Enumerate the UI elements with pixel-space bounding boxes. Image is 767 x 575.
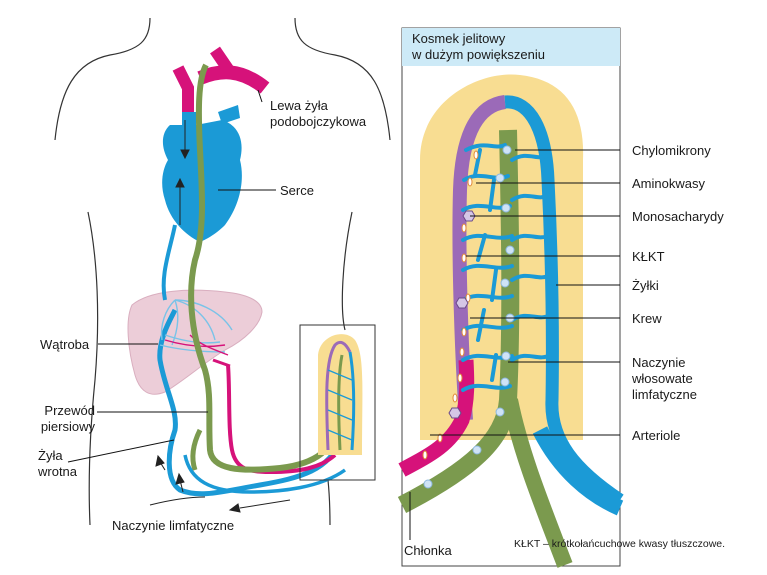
- label-thoracic-duct: Przewód piersiowy: [40, 403, 95, 434]
- venule-vessel: [504, 95, 624, 506]
- heart-arrows: [175, 120, 190, 225]
- label-arterioles: Arteriole: [632, 428, 681, 443]
- label-lymph: Chłonka: [404, 543, 452, 558]
- label-scfa: KŁKT: [632, 249, 665, 264]
- header-title: Kosmek jelitowy w dużym powiększeniu: [412, 31, 545, 62]
- absorbed-particles: [422, 145, 515, 489]
- label-left-subclavian-vein: Lewa żyła podobojczykowa: [270, 98, 367, 129]
- arteriole-vessel: [398, 359, 475, 477]
- liver-vessels: [159, 299, 233, 356]
- label-heart: Serce: [280, 183, 314, 198]
- label-portal-vein: Żyła wrotna: [38, 448, 78, 479]
- leader-lines: [67, 89, 620, 540]
- portal-vein: [157, 308, 343, 497]
- label-chylomicrons: Chylomikrony: [632, 143, 711, 158]
- body-outline: [54, 17, 391, 526]
- label-amino-acids: Aminokwasy: [632, 176, 705, 191]
- label-monosaccharides: Monosacharydy: [632, 209, 724, 224]
- magnified-panel-header: Kosmek jelitowy w dużym powiększeniu: [402, 28, 620, 66]
- subclavian-branch: [197, 65, 270, 94]
- thoracic-duct: [188, 63, 343, 473]
- villus-inset-frame: [299, 324, 376, 481]
- label-lymphatic-vessel: Naczynie limfatyczne: [112, 518, 235, 533]
- villus-inset-vessels: [325, 340, 356, 451]
- left-subclavian-vein: [172, 65, 194, 112]
- label-liver: Wątroba: [40, 337, 90, 352]
- label-venules: Żyłki: [632, 278, 659, 293]
- label-blood: Krew: [632, 311, 662, 326]
- footnote: KŁKT – krótkołańcuchowe kwasy tłuszczowe…: [514, 538, 726, 550]
- flow-arrows: [149, 454, 291, 513]
- label-lymph-capillary: Naczynie włosowate limfatyczne: [632, 355, 698, 402]
